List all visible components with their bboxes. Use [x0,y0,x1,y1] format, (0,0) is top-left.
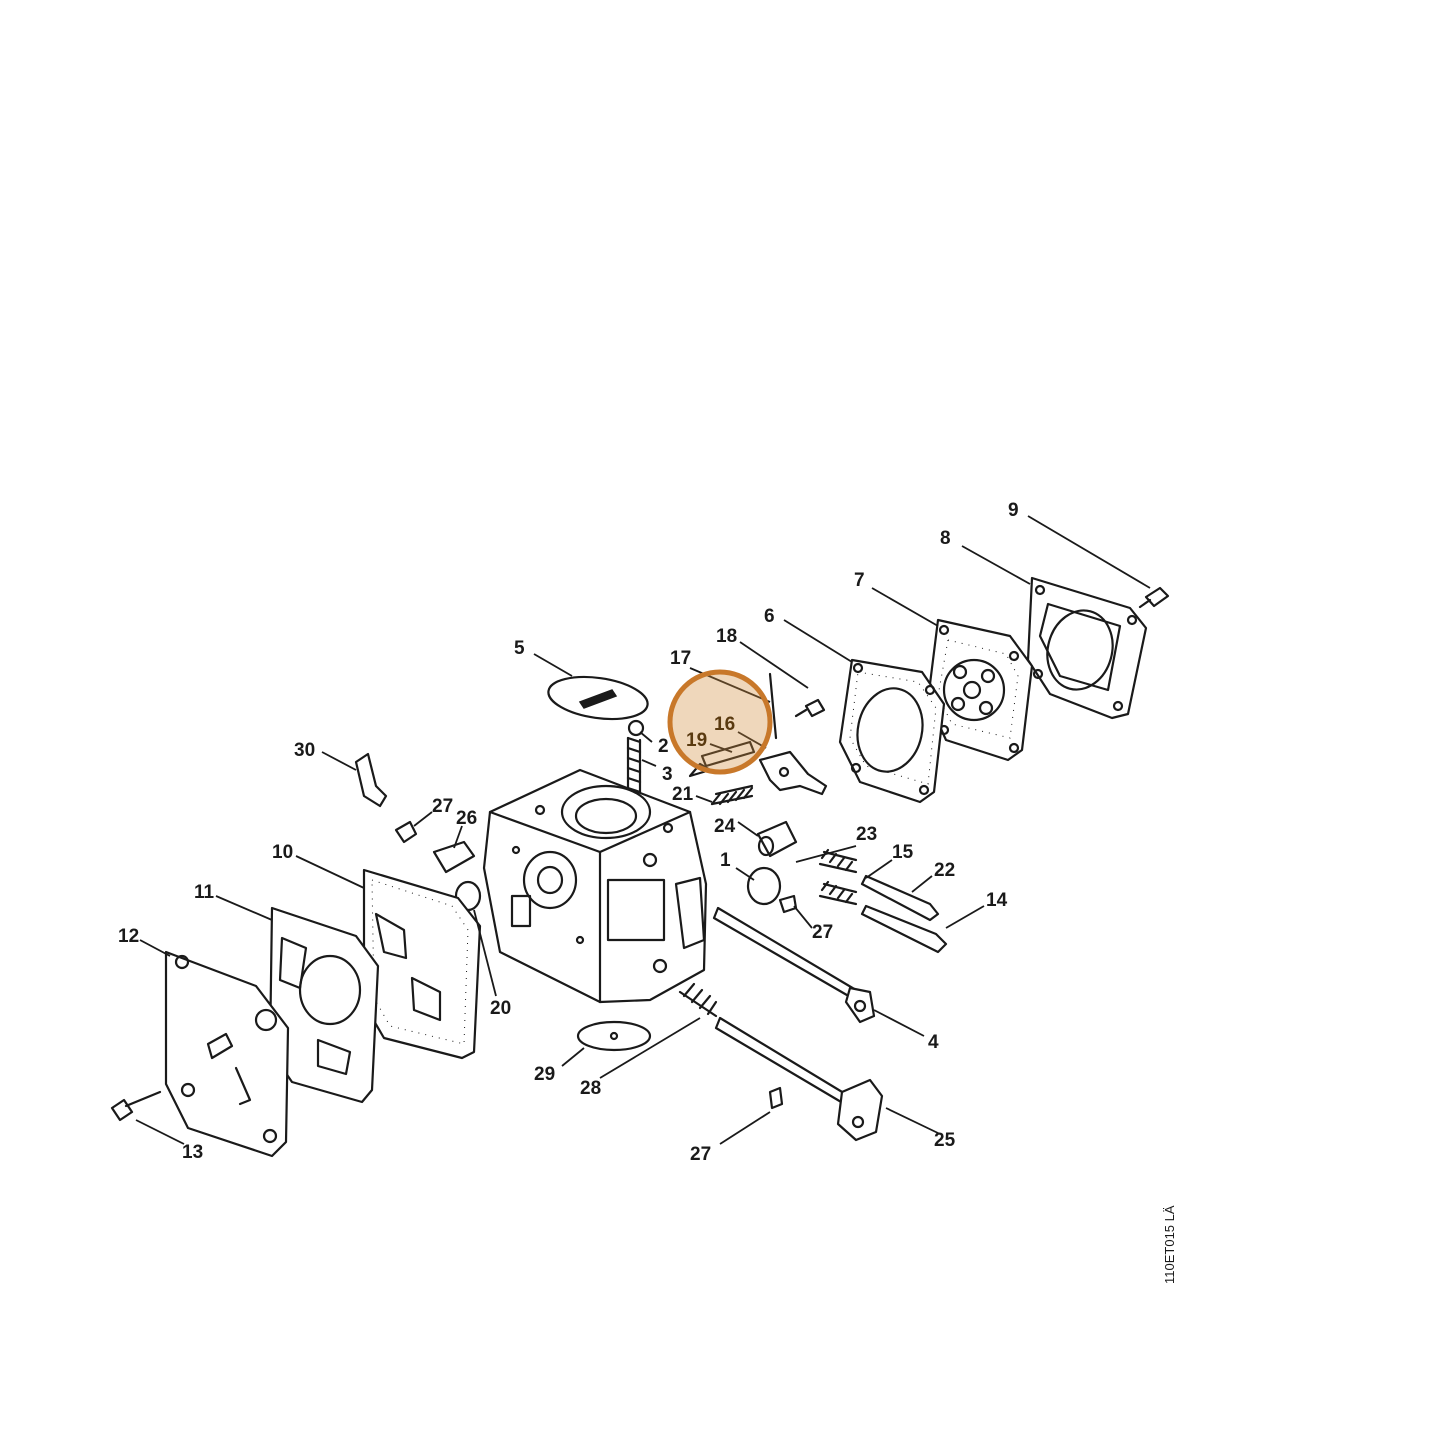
part-30-elbow-fitting [354,752,388,808]
callout-3[interactable]: 3 [662,764,673,785]
part-27-screw-a [394,820,418,844]
callout-25[interactable]: 25 [934,1130,956,1151]
callout-11[interactable]: 11 [194,882,215,903]
part-1-disc [746,866,782,906]
callout-13[interactable]: 13 [182,1142,203,1163]
part-29-washer [576,1020,652,1052]
part-18-screw [794,698,826,718]
highlight-circle [667,669,773,775]
part-14-adjusting-screw [860,904,948,954]
part-13-screw [110,1090,162,1122]
callout-14[interactable]: 14 [986,890,1008,911]
callout-29[interactable]: 29 [534,1064,555,1085]
callout-27-a[interactable]: 27 [432,796,453,817]
part-4-shaft [712,906,876,1024]
part-22-adjusting-screw [860,874,940,922]
part-6-gasket [838,658,946,804]
callout-27-b[interactable]: 27 [812,922,833,943]
part-7-diaphragm [926,618,1034,762]
callout-labels: 9 8 7 6 18 17 16 19 5 2 3 21 24 1 30 27 … [118,500,1019,1165]
callout-27-c[interactable]: 27 [690,1144,711,1165]
callout-28[interactable]: 28 [580,1078,601,1099]
part-5-disc [547,675,649,721]
part-27-screw-b [778,894,798,914]
callout-10[interactable]: 10 [272,842,293,863]
part-24-bushing [756,820,798,858]
callout-1[interactable]: 1 [720,850,731,871]
callout-16[interactable]: 16 [714,714,735,735]
part-27-screw-c [768,1086,784,1110]
callout-19[interactable]: 19 [686,730,707,751]
callout-4[interactable]: 4 [928,1032,939,1053]
drawing-code: 110ET015 LÄ [1162,1205,1177,1284]
part-8-cover-plate [1026,576,1148,720]
callout-23[interactable]: 23 [856,824,877,845]
part-28-spring [678,982,718,1018]
callout-26[interactable]: 26 [456,808,477,829]
callout-15[interactable]: 15 [892,842,914,863]
carburetor-body [482,768,708,1004]
part-2-ball [627,719,645,737]
part-26-plate [432,840,476,874]
part-16-lever [758,750,828,796]
callout-7[interactable]: 7 [854,570,865,591]
part-11-gasket [268,906,380,1104]
callout-8[interactable]: 8 [940,528,951,549]
part-23-springs [818,848,858,906]
callout-17[interactable]: 17 [670,648,691,669]
callout-30[interactable]: 30 [294,740,315,761]
callout-18[interactable]: 18 [716,626,737,647]
callout-9[interactable]: 9 [1008,500,1019,521]
callout-6[interactable]: 6 [764,606,775,627]
callout-20[interactable]: 20 [490,998,511,1019]
callout-21[interactable]: 21 [672,784,694,805]
part-21-spring [710,784,754,806]
callout-22[interactable]: 22 [934,860,955,881]
callout-5[interactable]: 5 [514,638,525,659]
callout-12[interactable]: 12 [118,926,139,947]
part-12-cover [164,950,290,1158]
callout-2[interactable]: 2 [658,736,669,757]
callout-24[interactable]: 24 [714,816,736,837]
part-17-pin [768,672,778,740]
part-9-screw [1138,586,1170,609]
part-25-shaft [714,1016,884,1142]
part-3-spring [626,736,642,794]
